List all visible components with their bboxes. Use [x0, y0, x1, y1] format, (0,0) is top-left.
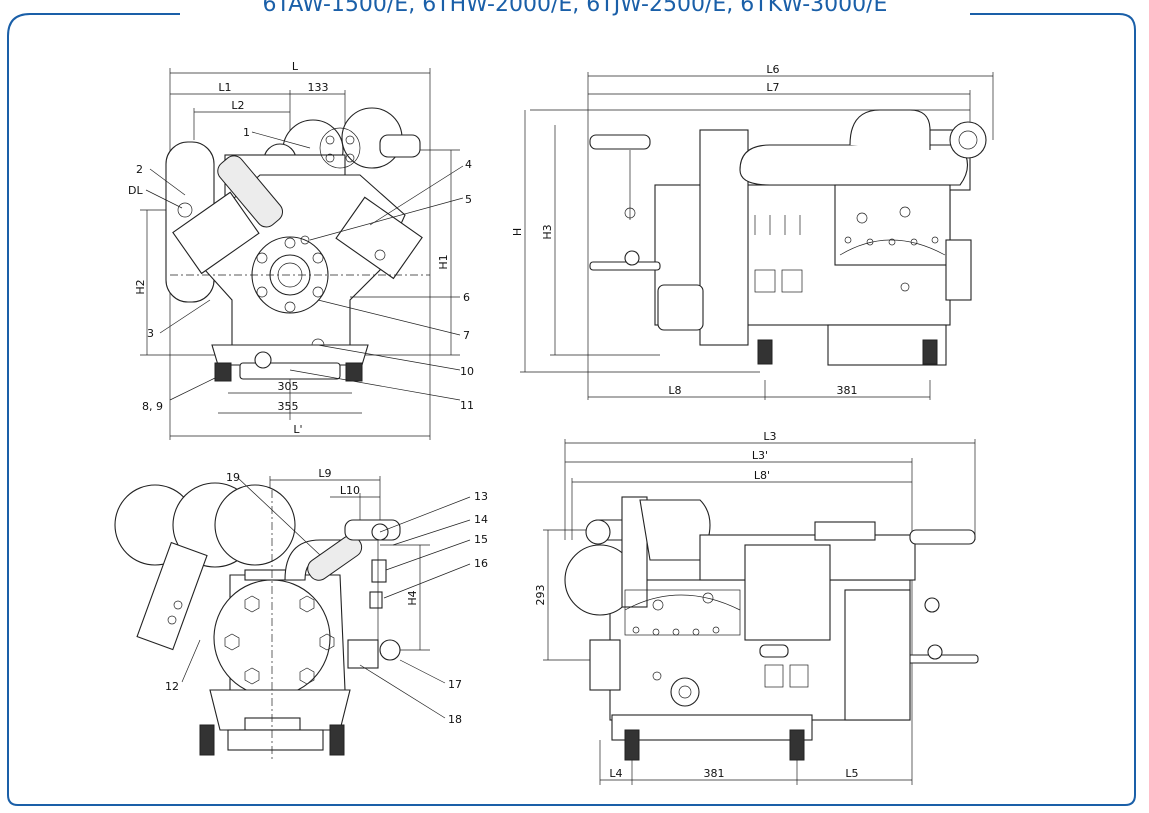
dim-H2: H2: [134, 279, 147, 294]
dim-293: 293: [534, 585, 547, 606]
dim-305: 305: [278, 380, 299, 393]
dim-H1: H1: [437, 254, 450, 269]
dim-L3prime: L3': [752, 449, 768, 462]
top-view: L3 L3' L8' 293 L4 381 L5: [534, 430, 979, 785]
dim-355: 355: [278, 400, 299, 413]
dim-L7: L7: [766, 81, 779, 94]
callout-13: 13: [474, 490, 488, 503]
callout-17: 17: [448, 678, 462, 691]
callout-14: 14: [474, 513, 488, 526]
frame-border: [7, 13, 1136, 806]
dim-Lprime: L': [293, 423, 302, 436]
dim-H4: H4: [406, 590, 419, 605]
dim-L5: L5: [845, 767, 858, 780]
front-view: L L1 133 L2 305 355 L' H1 H2 1 2 DL 3 4 …: [128, 60, 474, 440]
dim-L2: L2: [231, 99, 244, 112]
callout-12: 12: [165, 680, 179, 693]
callout-15: 15: [474, 533, 488, 546]
dim-H3: H3: [541, 224, 554, 239]
dim-381-top: 381: [704, 767, 725, 780]
dim-133: 133: [308, 81, 329, 94]
dim-L8prime: L8': [754, 469, 770, 482]
callout-3: 3: [147, 327, 154, 340]
dim-L8: L8: [668, 384, 681, 397]
dim-H: H: [511, 228, 524, 236]
callout-6: 6: [463, 291, 470, 304]
callout-1: 1: [243, 126, 250, 139]
callout-10: 10: [460, 365, 474, 378]
callout-16: 16: [474, 557, 488, 570]
dim-L3: L3: [763, 430, 776, 443]
callout-7: 7: [463, 329, 470, 342]
dim-L10: L10: [340, 484, 360, 497]
dim-L6: L6: [766, 63, 779, 76]
side-view: L6 L7 H H3 L8 381: [511, 63, 994, 400]
dim-L9: L9: [318, 467, 331, 480]
callout-dl: DL: [128, 184, 143, 197]
callout-5: 5: [465, 193, 472, 206]
callout-19: 19: [226, 471, 240, 484]
callout-8-9: 8, 9: [142, 400, 163, 413]
page-title: 6TAW-1500/E, 6THW-2000/E, 6TJW-2500/E, 6…: [180, 0, 970, 22]
callout-2: 2: [136, 163, 143, 176]
rear-view: L9 L10 H4 12 13 14 15 16 17 18 19: [114, 467, 488, 760]
dim-L: L: [292, 60, 299, 73]
dim-381-side: 381: [837, 384, 858, 397]
dim-L4: L4: [609, 767, 622, 780]
callout-4: 4: [465, 158, 472, 171]
callout-11: 11: [460, 399, 474, 412]
dim-L1: L1: [218, 81, 231, 94]
callout-18: 18: [448, 713, 462, 726]
